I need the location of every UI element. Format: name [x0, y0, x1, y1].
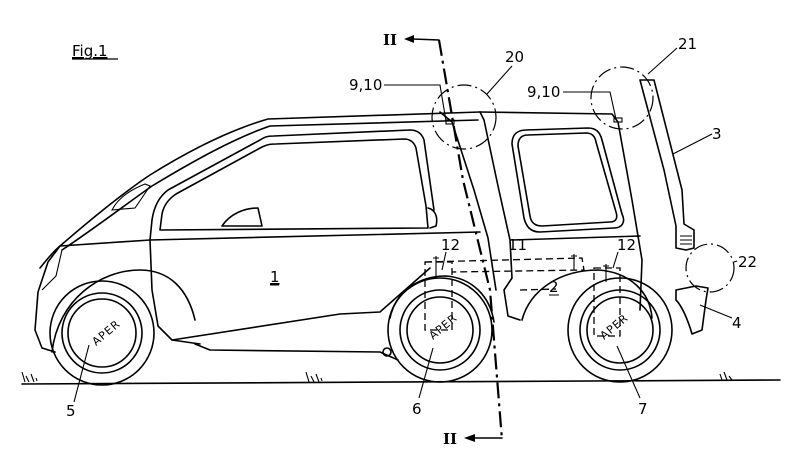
bolt-mark: [603, 264, 609, 282]
front-body-module: [34, 111, 481, 361]
rear-wheel-arch: [521, 269, 653, 321]
rear-belt-line: [511, 235, 641, 241]
leader-6: [418, 347, 434, 399]
label-3: 3: [712, 125, 722, 143]
tail-light-slats: [680, 235, 692, 245]
front-wheel-arch: [51, 269, 196, 353]
longitudinal-member: [424, 257, 585, 273]
tow-ring: [382, 347, 392, 357]
bracket-right-hidden: [593, 267, 621, 337]
door-window-frame: [149, 129, 435, 241]
label-4: 4: [732, 314, 742, 332]
leader-7: [616, 345, 641, 399]
label-21: 21: [678, 35, 697, 53]
leader-3: [672, 133, 713, 155]
tail-gate-outline: [639, 79, 695, 251]
module-2-edge-hidden: [519, 288, 557, 291]
label-12-left: 12: [441, 236, 460, 254]
leader-12-left: [441, 251, 447, 271]
front-hubcap: [67, 298, 137, 368]
section-line: II II: [383, 31, 504, 448]
leader-9-10-left: [384, 84, 447, 122]
label-6: 6: [412, 400, 422, 418]
grass-tuft: [21, 371, 38, 383]
fastener-clip-left: [445, 119, 455, 125]
grass-tuft: [305, 371, 323, 383]
section-arrow-top-icon: [404, 35, 414, 43]
tail-gate: [639, 79, 695, 251]
section-chain-line: [437, 39, 504, 441]
headlight-line: [41, 249, 63, 291]
hidden-frame: [424, 254, 621, 337]
side-mirror: [221, 207, 263, 227]
rear-side-window-inner: [517, 132, 618, 227]
label-9-10-left: 9,10: [349, 76, 382, 94]
hood-vent: [111, 183, 151, 211]
leader-22: [733, 260, 738, 263]
rear-side-window-outer: [511, 127, 625, 233]
middle-tire: [387, 277, 493, 383]
grass-tuft: [719, 371, 733, 381]
roof-inner-line: [61, 119, 479, 251]
label-9-10-right: 9,10: [527, 83, 560, 101]
belt-line: [39, 231, 481, 269]
rear-module-outline: [479, 111, 643, 311]
leader-20: [486, 65, 513, 95]
rear-body-module: [479, 111, 653, 321]
rear-module-front-edge: [479, 111, 521, 321]
label-2: 2: [549, 278, 559, 296]
label-1: 1: [270, 268, 280, 286]
fastener-clip-right: [613, 117, 623, 123]
label-11: 11: [508, 236, 527, 254]
label-20: 20: [505, 48, 524, 66]
detail-circle-21: [590, 66, 654, 130]
door-front-edge: [149, 239, 201, 345]
detail-circle-22: [685, 243, 735, 293]
front-rim-outer: [61, 292, 143, 374]
door-handle: [427, 207, 438, 229]
label-7: 7: [638, 400, 648, 418]
roof-outline: [59, 111, 481, 247]
figure-title: Fig.1: [72, 42, 108, 60]
front-hub-logo: APER: [90, 317, 123, 348]
rear-hub-logo: APER: [598, 311, 631, 342]
label-22: 22: [738, 253, 757, 271]
section-arrow-bottom-icon: [464, 434, 475, 442]
middle-rim-outer: [399, 289, 481, 371]
label-5: 5: [66, 402, 76, 420]
pillar-joint: [439, 111, 521, 321]
middle-wheel-arch: [389, 275, 495, 323]
sill-line: [171, 267, 431, 341]
label-12-right: 12: [617, 236, 636, 254]
leader-4: [699, 304, 733, 319]
bolt-mark: [433, 256, 439, 278]
front-module-rear-edge: [439, 111, 497, 291]
section-mark-top: II: [383, 31, 397, 49]
front-face: [34, 245, 61, 353]
leader-5: [73, 344, 90, 403]
middle-hub-logo: APER: [427, 311, 460, 342]
rear-bumper: [675, 285, 709, 335]
middle-hubcap: [406, 296, 474, 364]
leader-9-10-right: [563, 91, 617, 120]
detail-circle-20: [431, 84, 497, 150]
ground-line: [21, 379, 781, 385]
leader-21: [647, 47, 678, 75]
rocker-panel: [194, 343, 399, 361]
front-tire: [49, 280, 155, 386]
section-mark-bottom: II: [443, 430, 457, 448]
reference-numerals: 9,10 9,10 20 21 3 22 4 1 2 12 11 12 5 6 …: [66, 35, 757, 420]
middle-wheel: APER: [387, 275, 495, 383]
section-arrow-top-shaft: [412, 38, 440, 41]
ground: [21, 371, 781, 385]
side-window: [159, 138, 429, 231]
leader-12-right: [612, 251, 619, 269]
bolt-mark: [571, 254, 577, 270]
front-wheel: APER: [49, 280, 155, 386]
bracket-left-hidden: [424, 261, 453, 331]
